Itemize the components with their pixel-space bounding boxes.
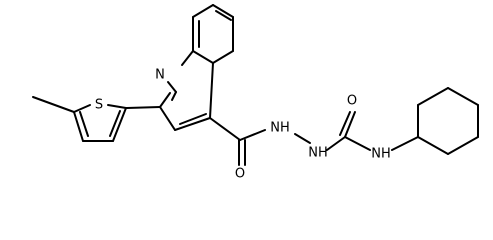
bond — [326, 136, 346, 151]
bond — [159, 106, 176, 131]
oxygen-atom-label: O — [235, 167, 245, 182]
bond — [391, 136, 419, 151]
bond — [181, 50, 194, 66]
bond — [294, 133, 311, 144]
bond — [209, 117, 241, 141]
bond — [107, 104, 127, 109]
bond — [73, 111, 84, 142]
bond — [192, 50, 214, 64]
bond — [209, 62, 214, 119]
bond — [167, 81, 177, 93]
bond — [212, 4, 234, 18]
molecule-drawing: N S O NH NH O NH — [32, 4, 479, 182]
bond — [174, 117, 211, 131]
bond — [159, 92, 171, 108]
bond — [73, 104, 91, 113]
bond — [171, 91, 177, 101]
bond-layer — [32, 4, 479, 166]
structure-canvas: N S O NH NH O NH — [32, 4, 479, 182]
atom-label-layer: N S O NH NH O NH — [95, 68, 391, 182]
hydrazide-nh-label: NH — [308, 146, 328, 161]
bond — [239, 129, 266, 141]
bond — [79, 111, 89, 137]
bond — [344, 136, 371, 151]
bond — [32, 96, 75, 113]
bond — [215, 10, 232, 21]
nitrogen-atom-label: N — [155, 68, 165, 83]
bond — [339, 111, 351, 136]
bond — [417, 136, 449, 155]
bond — [125, 106, 161, 109]
oxygen-atom-label: O — [347, 94, 357, 109]
bond — [344, 111, 356, 138]
bond — [109, 110, 121, 137]
amide-nh-label: NH — [371, 147, 391, 162]
bond — [447, 87, 479, 106]
bond — [179, 113, 207, 125]
bond — [447, 136, 479, 155]
bond — [212, 50, 234, 64]
bond — [192, 4, 214, 18]
bond — [112, 107, 127, 142]
bond — [417, 87, 449, 106]
sulfur-atom-label: S — [95, 98, 103, 113]
hydrazide-nh-label: NH — [270, 121, 290, 136]
